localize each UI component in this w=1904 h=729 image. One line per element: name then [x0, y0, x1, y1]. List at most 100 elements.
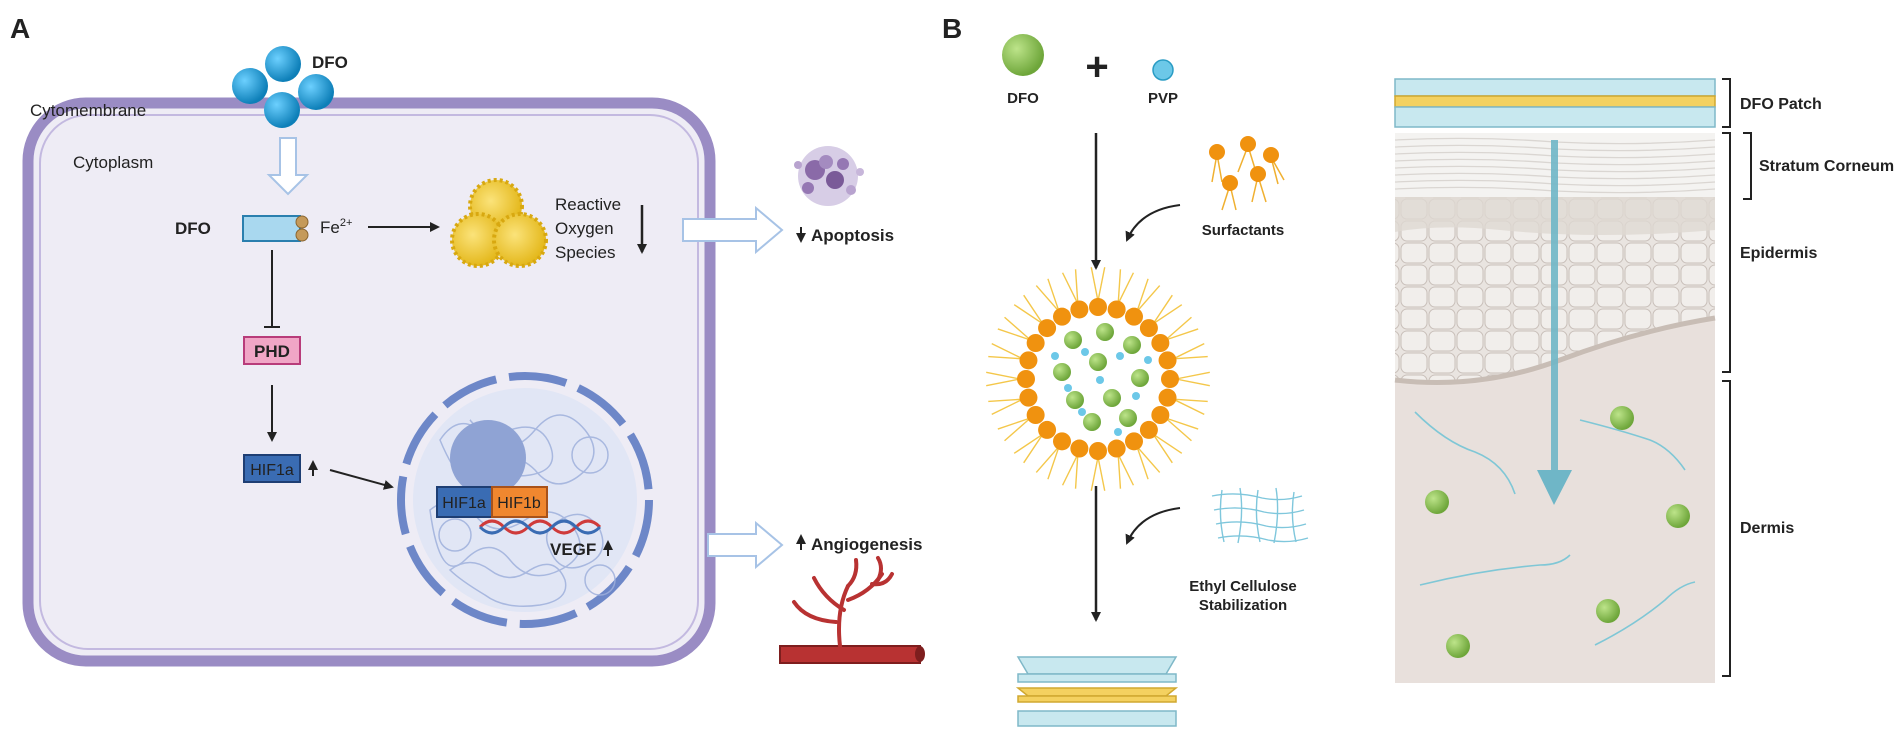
phd-label: PHD — [254, 342, 290, 361]
micelle-tail — [1173, 342, 1205, 360]
micelle-tail — [1004, 417, 1031, 442]
micelle-tail — [1136, 285, 1161, 312]
micelle-tail — [1090, 456, 1099, 491]
micelle-head — [1089, 442, 1107, 460]
micelle-head — [1125, 307, 1143, 326]
micelle-tail — [1074, 454, 1079, 489]
micelle-tail — [988, 398, 1023, 403]
skin-brackets — [1722, 78, 1752, 677]
micelle-head — [1019, 351, 1038, 370]
micelle-tail — [1061, 454, 1079, 486]
micelle-head — [1151, 334, 1170, 352]
fe-label: Fe2+ — [320, 217, 352, 237]
panel-a-letter: A — [10, 13, 30, 44]
micelle-tail — [1013, 304, 1044, 325]
panel-b-letter: B — [942, 13, 962, 44]
micelle-head — [1107, 439, 1126, 458]
label-stratum-corneum: Stratum Corneum — [1759, 158, 1894, 175]
cell-membrane — [22, 97, 716, 667]
micelle-tail — [1117, 269, 1122, 304]
micelle-tail — [1175, 371, 1210, 380]
micelle-tail — [1004, 316, 1031, 341]
micelle-tail — [986, 378, 1021, 387]
micelle-tail — [1035, 285, 1060, 312]
micelle-tail — [991, 342, 1023, 360]
dfo-left-label: DFO — [175, 219, 211, 238]
micelle-tail — [1165, 316, 1192, 341]
micelle-tail — [1136, 446, 1161, 473]
micelle-tail — [1117, 454, 1135, 486]
micelle-tail — [1152, 304, 1183, 325]
hif1a-nucleus-box — [436, 486, 493, 518]
micelle-head — [1125, 432, 1143, 451]
b-pvp-label: PVP — [1148, 90, 1178, 107]
micelle-tail — [1165, 328, 1199, 341]
micelle-tail — [1047, 278, 1060, 312]
hif1b-nucleus-label: HIF1b — [497, 495, 541, 512]
label-dermis: Dermis — [1740, 520, 1794, 537]
micelle-head — [1139, 319, 1158, 338]
angiogenesis-label: Angiogenesis — [811, 535, 922, 554]
ros-line-2: Oxygen — [555, 219, 614, 238]
micelle-head — [1038, 420, 1057, 439]
micelle-tail — [1047, 446, 1060, 480]
ethyl-cellulose-mesh-icon — [1211, 487, 1309, 544]
micelle-head — [1026, 334, 1045, 352]
micelle-head — [1070, 300, 1089, 319]
micelle-head — [1139, 420, 1158, 439]
micelle-head — [1053, 432, 1071, 451]
micelle-head — [1089, 298, 1107, 316]
micelle-tail — [1023, 433, 1044, 464]
vegf-label: VEGF — [550, 540, 596, 559]
micelle-tail — [1090, 267, 1099, 302]
micelle-tail — [991, 398, 1023, 416]
ros-line-3: Species — [555, 243, 615, 262]
b-dfo-label: DFO — [1007, 90, 1039, 107]
micelle-tail — [1173, 355, 1208, 360]
micelle-head — [1151, 406, 1170, 424]
micelle-tail — [997, 417, 1031, 430]
ethyl-curve-arrow — [1125, 507, 1181, 545]
micelle-tail — [1097, 267, 1106, 302]
apoptosis-arrow — [682, 205, 784, 255]
micelle-tail — [1074, 269, 1079, 304]
iron-ion-bottom — [295, 228, 309, 242]
micelle-icon — [986, 267, 1210, 491]
micelle-tail — [1136, 446, 1149, 480]
blood-vessel-icon — [779, 556, 925, 664]
micelle-tail — [988, 355, 1023, 360]
dfo-top-label: DFO — [312, 53, 348, 72]
micelle-tail — [1152, 433, 1173, 464]
ethyl-label-1: Ethyl Cellulose — [1189, 578, 1297, 595]
label-dfo-patch: DFO Patch — [1740, 96, 1822, 113]
plus-sign: + — [1085, 45, 1108, 89]
penetration-arrow — [1537, 140, 1572, 505]
hif-to-nucleus-arrow — [329, 469, 394, 490]
micelle-tail — [1175, 378, 1210, 387]
angiogenesis-arrow — [707, 520, 784, 570]
micelle-tail — [1035, 446, 1060, 473]
micelle-tail — [1165, 417, 1192, 442]
ethyl-label-2: Stabilization — [1199, 597, 1287, 614]
dfo-carrier — [242, 215, 301, 242]
micelle-head — [1158, 351, 1177, 370]
dfo-patch-on-skin — [1394, 78, 1716, 128]
micelle-tail — [1013, 433, 1044, 454]
micelle-head — [1053, 307, 1071, 326]
micelle-tail — [1136, 278, 1149, 312]
pvp-particle-icon — [1152, 59, 1174, 81]
hif1a-nucleus-label: HIF1a — [442, 495, 486, 512]
micelle-head — [1161, 370, 1179, 388]
micelle-tail — [1097, 456, 1106, 491]
apoptotic-cell-icon — [794, 146, 864, 206]
ros-particles — [450, 178, 548, 268]
micelle-tail — [1165, 417, 1199, 430]
uptake-arrow — [266, 137, 310, 196]
micelle-head — [1158, 388, 1177, 407]
ros-line-1: Reactive — [555, 195, 621, 214]
phd-box — [243, 336, 301, 365]
hif1a-box — [243, 454, 301, 483]
dfo-particle-icon — [1002, 34, 1044, 76]
cell-membrane-inner — [39, 114, 699, 650]
